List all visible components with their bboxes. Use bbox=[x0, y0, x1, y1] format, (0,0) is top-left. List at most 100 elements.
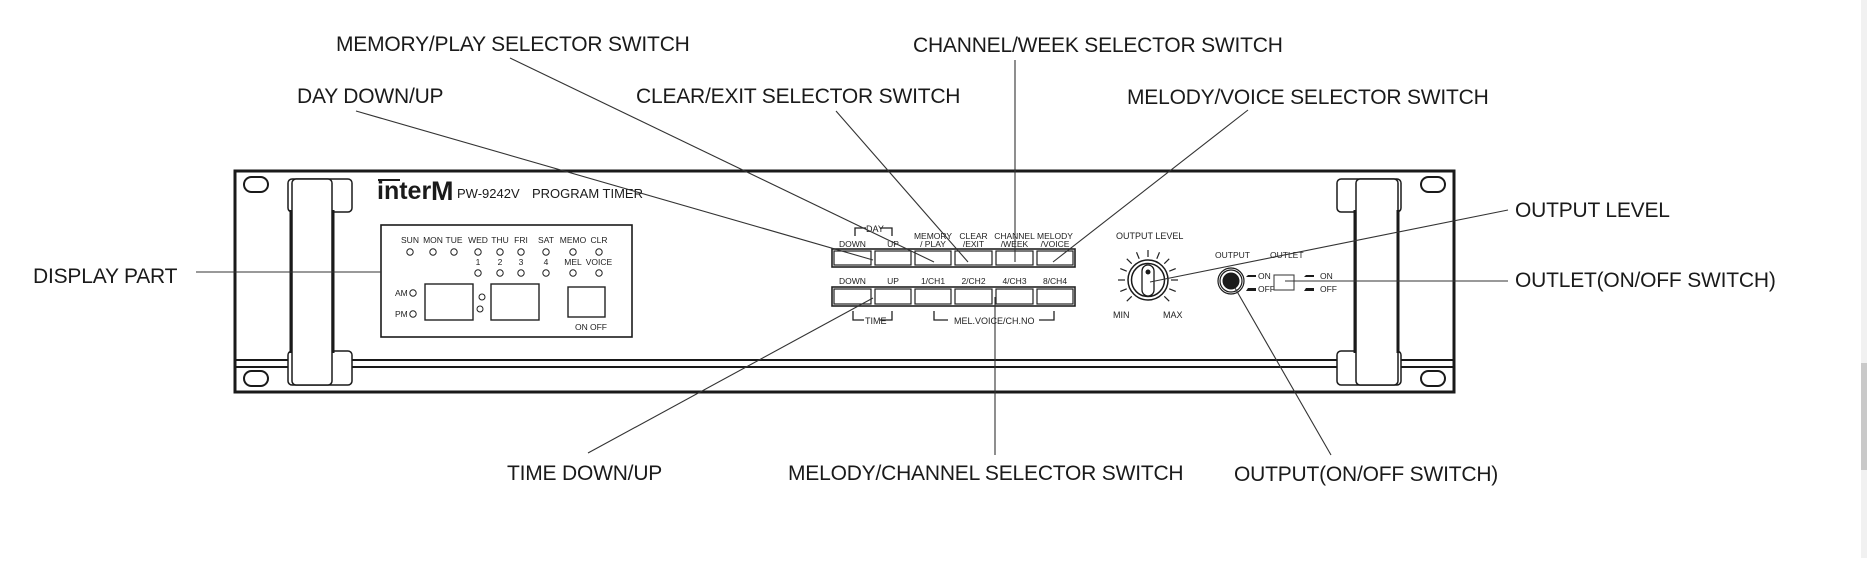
button-label-line1: MELODY bbox=[1037, 231, 1073, 241]
button-label: 1/CH1 bbox=[921, 276, 945, 286]
scrollbar-thumb[interactable] bbox=[1861, 363, 1867, 470]
brand-logo: inter M bbox=[377, 176, 454, 206]
callout-output-switch: OUTPUT(ON/OFF SWITCH) bbox=[1234, 463, 1499, 486]
button-label-line1: CLEAR bbox=[959, 231, 987, 241]
button-label: 2/CH2 bbox=[961, 276, 985, 286]
day-led-label: TUE bbox=[446, 235, 463, 245]
on-label: ON bbox=[575, 322, 588, 332]
channel-led-label: 3 bbox=[519, 257, 524, 267]
day-led-label: SAT bbox=[538, 235, 554, 245]
hour-digit-window bbox=[424, 283, 474, 321]
callout-display-part: DISPLAY PART bbox=[33, 265, 178, 288]
mel-group-label: MEL.VOICE/CH.NO bbox=[954, 316, 1035, 326]
channel-led bbox=[542, 269, 550, 277]
outlet-off-label: OFF bbox=[1320, 284, 1337, 294]
day-led-label: MON bbox=[423, 235, 443, 245]
channel-led-label: 1 bbox=[476, 257, 481, 267]
knob-max-label: MAX bbox=[1163, 310, 1183, 320]
row1-button[interactable] bbox=[833, 250, 872, 266]
leader-output-switch bbox=[1234, 287, 1332, 456]
row2-button[interactable] bbox=[914, 288, 952, 305]
leader-clear-exit bbox=[835, 110, 969, 263]
callout-day-down-up: DAY DOWN/UP bbox=[297, 85, 444, 108]
row2-button[interactable] bbox=[833, 288, 872, 305]
time-group-label: TIME bbox=[865, 316, 887, 326]
callout-output-level: OUTPUT LEVEL bbox=[1515, 199, 1670, 222]
channel-led-label: 2 bbox=[498, 257, 503, 267]
button-label: /VOICE bbox=[1041, 239, 1070, 249]
row1-button[interactable] bbox=[914, 250, 952, 266]
channel-led bbox=[496, 269, 504, 277]
callout-time-down-up: TIME DOWN/UP bbox=[507, 462, 663, 485]
brand-logo-mark: M bbox=[431, 176, 454, 206]
output-switch-group: OUTPUT ON OFF bbox=[1215, 250, 1275, 295]
channel-led bbox=[595, 269, 603, 277]
channel-led bbox=[517, 269, 525, 277]
mounting-hole-bottom-left bbox=[243, 370, 269, 387]
knob-tick bbox=[1169, 267, 1176, 272]
outlet-switch[interactable] bbox=[1273, 274, 1295, 291]
output-level-panel-label: OUTPUT LEVEL bbox=[1116, 231, 1183, 241]
output-off-label: OFF bbox=[1258, 284, 1275, 294]
output-switch-position-icons bbox=[1246, 275, 1256, 291]
button-row-1-frame bbox=[831, 248, 1076, 268]
day-led bbox=[517, 248, 525, 256]
day-led bbox=[429, 248, 437, 256]
knob-min-label: MIN bbox=[1113, 310, 1130, 320]
vertical-scrollbar[interactable] bbox=[1861, 0, 1867, 558]
outlet-on-label: ON bbox=[1320, 271, 1333, 281]
button-label: DOWN bbox=[839, 276, 866, 286]
button-label: /EXIT bbox=[963, 239, 984, 249]
output-switch[interactable] bbox=[1217, 267, 1245, 295]
row2-button[interactable] bbox=[954, 288, 993, 305]
mounting-hole-top-right bbox=[1420, 176, 1446, 193]
day-led bbox=[595, 248, 603, 256]
output-level-control: OUTPUT LEVEL MIN MAX bbox=[1113, 231, 1183, 320]
day-led bbox=[496, 248, 504, 256]
pm-led bbox=[409, 310, 417, 318]
button-row-2-frame bbox=[831, 286, 1076, 307]
callout-channel-week-selector: CHANNEL/WEEK SELECTOR SWITCH bbox=[913, 34, 1283, 57]
knob-tick bbox=[1163, 258, 1170, 265]
colon-led-bottom bbox=[476, 305, 484, 313]
mounting-hole-bottom-right bbox=[1420, 370, 1446, 387]
knob-tick bbox=[1156, 252, 1161, 259]
device-name: PROGRAM TIMER bbox=[532, 186, 643, 201]
output-panel-label: OUTPUT bbox=[1215, 250, 1250, 260]
leader-output-level bbox=[1149, 209, 1509, 283]
handle-right bbox=[1336, 178, 1402, 386]
channel-led bbox=[474, 269, 482, 277]
row1-button[interactable] bbox=[1036, 250, 1074, 266]
callout-melody-voice-selector: MELODY/VOICE SELECTOR SWITCH bbox=[1127, 86, 1489, 109]
row2-button[interactable] bbox=[995, 288, 1034, 305]
output-level-knob[interactable] bbox=[1127, 259, 1169, 301]
row2-button[interactable] bbox=[1036, 288, 1074, 305]
knob-tick bbox=[1163, 295, 1170, 302]
channel-led bbox=[569, 269, 577, 277]
day-led bbox=[569, 248, 577, 256]
leader-lines bbox=[196, 57, 1509, 456]
row1-button[interactable] bbox=[954, 250, 993, 266]
callout-melody-channel-selector: MELODY/CHANNEL SELECTOR SWITCH bbox=[788, 462, 1184, 485]
am-led bbox=[409, 289, 417, 297]
on-off-indicator-window bbox=[567, 286, 606, 318]
outlet-switch-position-icons bbox=[1304, 275, 1314, 291]
row2-button[interactable] bbox=[874, 288, 912, 305]
brand-logo-text: inter bbox=[377, 177, 431, 205]
day-led-label: FRI bbox=[514, 235, 528, 245]
row1-button[interactable] bbox=[874, 250, 912, 266]
off-label: OFF bbox=[590, 322, 607, 332]
channel-led-label: 4 bbox=[544, 257, 549, 267]
button-label: UP bbox=[887, 239, 899, 249]
minute-digit-window bbox=[490, 283, 540, 321]
day-led-label: SUN bbox=[401, 235, 419, 245]
day-led-label: MEMO bbox=[560, 235, 587, 245]
pm-label: PM bbox=[395, 309, 408, 319]
button-label: UP bbox=[887, 276, 899, 286]
